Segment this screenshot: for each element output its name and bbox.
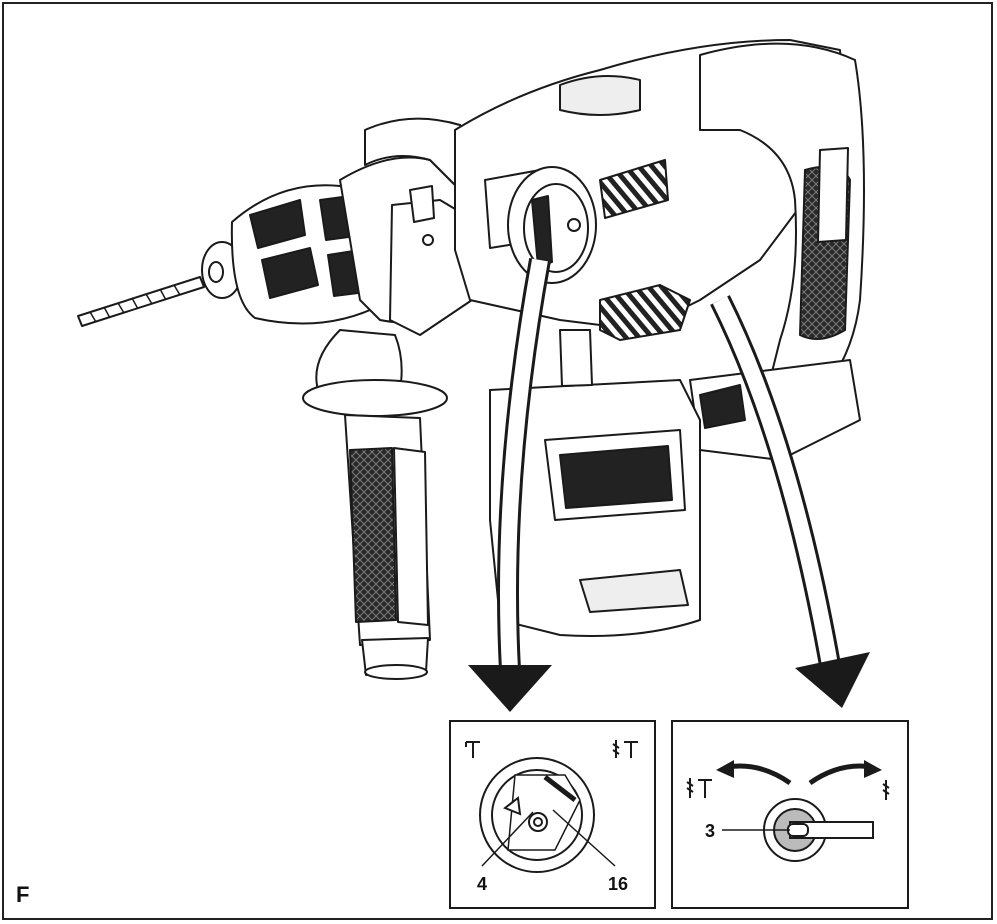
battery-pack (489, 329, 701, 637)
selector-dial (479, 757, 616, 873)
mode-selector-knob (507, 166, 597, 284)
rotation-drill-icon (882, 780, 890, 800)
hammer-drill (77, 39, 865, 680)
figure-letter: F (16, 882, 30, 907)
callout-3: 3 (705, 821, 715, 841)
hammer-drill-mode-icon (465, 741, 480, 758)
rear-handle (699, 42, 865, 421)
drill-mode-icon (612, 740, 638, 758)
inset-left: 4 16 (449, 720, 656, 909)
drill-bit (77, 276, 205, 327)
side-handle (302, 329, 448, 680)
callout-arrow-right (710, 295, 870, 708)
callout-arrow-left (468, 258, 552, 712)
rotary-stop-switch (722, 798, 874, 862)
callout-16: 16 (608, 874, 628, 894)
inset-right: 3 (671, 720, 909, 909)
drill-mode-icon-small (686, 778, 712, 798)
rotation-arrows (716, 760, 882, 786)
callout-4: 4 (477, 874, 487, 894)
